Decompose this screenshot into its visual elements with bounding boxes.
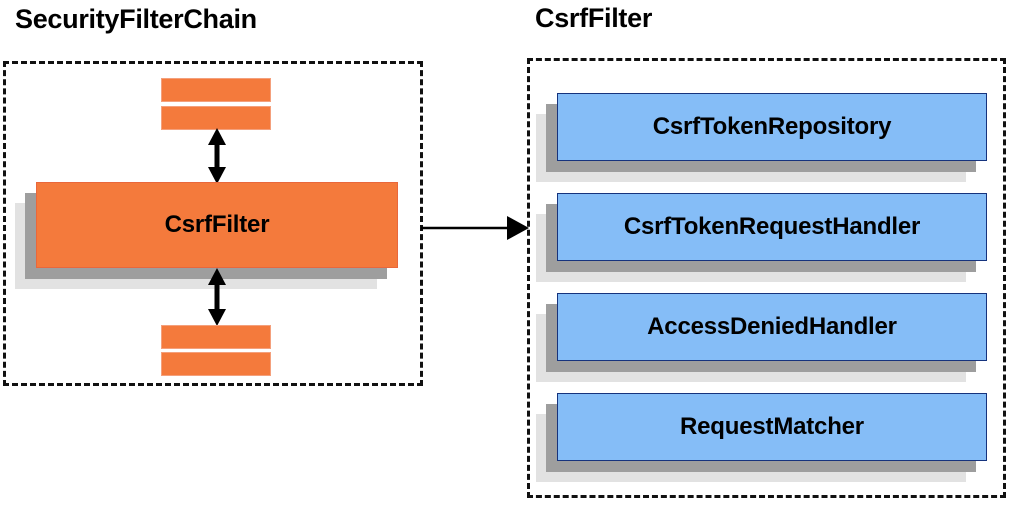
bidirectional-arrow-bottom (208, 268, 226, 326)
section-title-security-filter-chain: SecurityFilterChain (15, 4, 257, 34)
panel-link-arrow (421, 216, 529, 240)
filter-bar-below-1 (161, 325, 271, 349)
csrf-filter-box[interactable]: CsrfFilter (15, 182, 398, 289)
collaborator-box-request-matcher[interactable]: RequestMatcher (536, 393, 987, 482)
csrf-filter-box-label: CsrfFilter (36, 182, 398, 268)
filter-bar-above-1 (161, 78, 271, 102)
filter-bar-below-2 (161, 352, 271, 376)
csrf-filter-collaborators-panel (527, 58, 1006, 498)
collaborator-box-label: CsrfTokenRequestHandler (557, 193, 987, 261)
collaborator-box-label: RequestMatcher (557, 393, 987, 461)
section-title-csrf-filter: CsrfFilter (535, 3, 653, 33)
bidirectional-arrow-top (208, 128, 226, 184)
security-filter-chain-panel (3, 61, 423, 386)
collaborator-box-access-denied-handler[interactable]: AccessDeniedHandler (536, 293, 987, 382)
collaborator-box-csrf-token-request-handler[interactable]: CsrfTokenRequestHandler (536, 193, 987, 282)
collaborator-box-label: AccessDeniedHandler (557, 293, 987, 361)
collaborator-box-label: CsrfTokenRepository (557, 93, 987, 161)
collaborator-box-csrf-token-repository[interactable]: CsrfTokenRepository (536, 93, 987, 182)
filter-bar-above-2 (161, 106, 271, 130)
